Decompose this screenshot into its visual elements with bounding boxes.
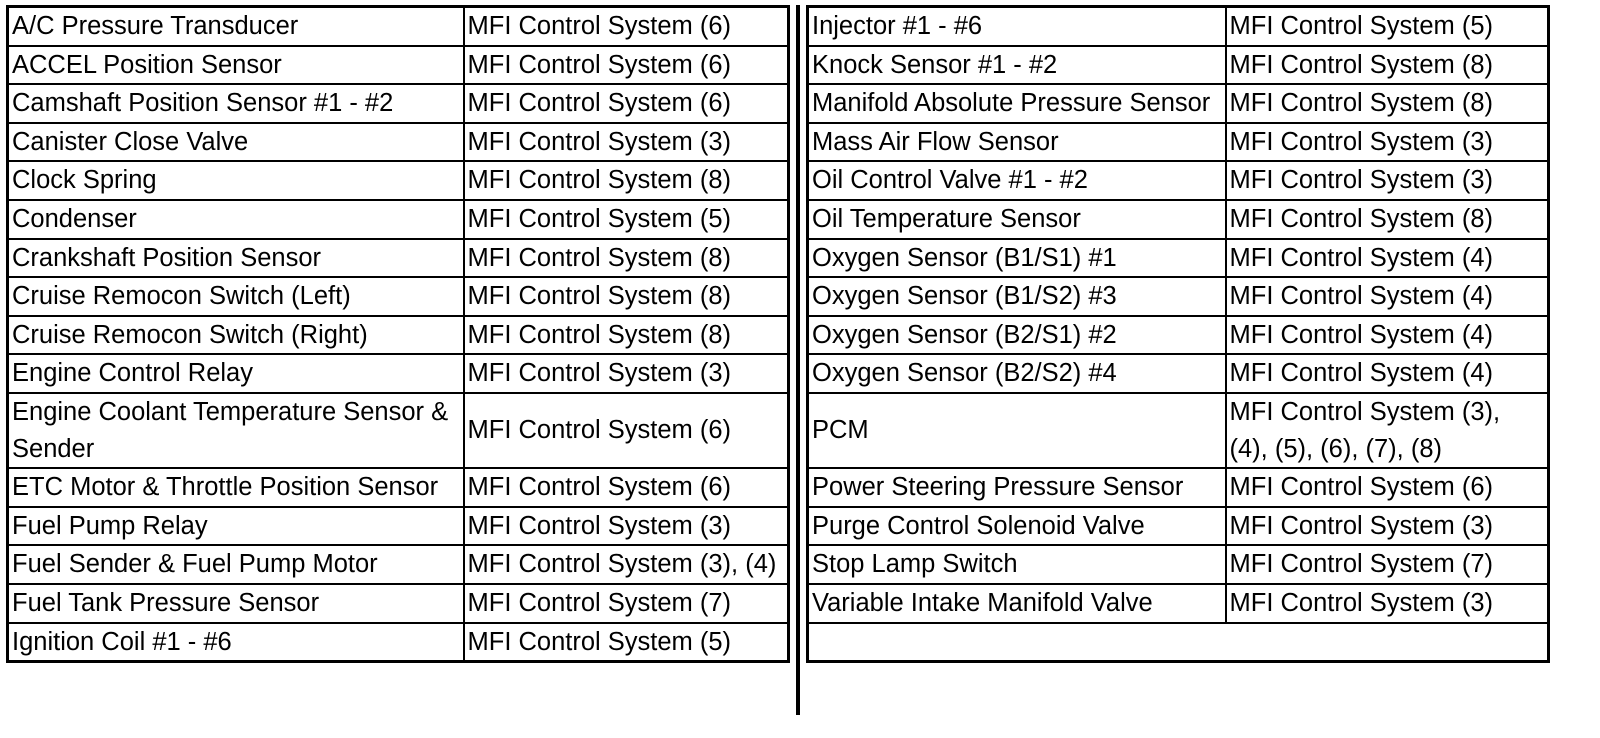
component-name: Fuel Sender & Fuel Pump Motor (6, 544, 465, 585)
empty-table-row (806, 621, 1550, 662)
circuit-reference: MFI Control System (8) (462, 237, 790, 279)
circuit-reference: MFI Control System (3) (1224, 505, 1550, 547)
component-name: Ignition Coil #1 - #6 (6, 621, 465, 663)
component-name: ACCEL Position Sensor (6, 44, 465, 86)
circuit-reference: MFI Control System (8) (1224, 83, 1550, 124)
circuit-reference: MFI Control System (4) (1224, 237, 1550, 279)
component-name: Engine Control Relay (6, 353, 465, 394)
circuit-reference: MFI Control System (3), (4), (5), (6), (… (1224, 391, 1550, 470)
circuit-reference: MFI Control System (5) (462, 198, 790, 240)
component-name: Crankshaft Position Sensor (6, 237, 465, 279)
component-name: Injector #1 - #6 (806, 5, 1227, 47)
component-name: Mass Air Flow Sensor (806, 121, 1227, 163)
component-name: Oil Control Valve #1 - #2 (806, 160, 1227, 201)
component-name: Fuel Tank Pressure Sensor (6, 582, 465, 624)
component-name: ETC Motor & Throttle Position Sensor (6, 467, 465, 508)
circuit-reference: MFI Control System (6) (462, 5, 790, 47)
component-name: Camshaft Position Sensor #1 - #2 (6, 83, 465, 124)
table-row: Cruise Remocon Switch (Right)MFI Control… (6, 314, 790, 356)
circuit-reference: MFI Control System (5) (1224, 5, 1550, 47)
circuit-reference: MFI Control System (4) (1224, 353, 1550, 394)
circuit-reference: MFI Control System (3) (462, 121, 790, 163)
circuit-reference: MFI Control System (7) (462, 582, 790, 624)
circuit-reference: MFI Control System (8) (1224, 44, 1550, 86)
component-name: Manifold Absolute Pressure Sensor (806, 83, 1227, 124)
component-name: Oxygen Sensor (B1/S2) #3 (806, 276, 1227, 317)
component-name: Fuel Pump Relay (6, 505, 465, 547)
empty-cell (806, 621, 1550, 662)
column-divider (796, 5, 800, 715)
circuit-reference: MFI Control System (5) (462, 621, 790, 663)
component-name: A/C Pressure Transducer (6, 5, 465, 47)
circuit-reference: MFI Control System (8) (462, 276, 790, 317)
component-name: Canister Close Valve (6, 121, 465, 163)
table-row: Cruise Remocon Switch (Left)MFI Control … (6, 276, 790, 317)
component-name: Condenser (6, 198, 465, 240)
circuit-reference: MFI Control System (8) (462, 314, 790, 356)
circuit-reference: MFI Control System (3), (4) (462, 544, 790, 585)
component-name: Clock Spring (6, 160, 465, 201)
circuit-reference: MFI Control System (3) (1224, 582, 1550, 624)
circuit-reference: MFI Control System (6) (462, 391, 790, 470)
circuit-reference: MFI Control System (8) (462, 160, 790, 201)
circuit-reference: MFI Control System (3) (1224, 160, 1550, 201)
circuit-reference: MFI Control System (6) (462, 83, 790, 124)
circuit-reference: MFI Control System (6) (1224, 467, 1550, 508)
component-name: Variable Intake Manifold Valve (806, 582, 1227, 624)
component-name: Oxygen Sensor (B2/S2) #4 (806, 353, 1227, 394)
component-name: Cruise Remocon Switch (Right) (6, 314, 465, 356)
component-name: Cruise Remocon Switch (Left) (6, 276, 465, 317)
table-row: Engine Coolant Temperature Sensor & Send… (6, 391, 790, 470)
component-name: Power Steering Pressure Sensor (806, 467, 1227, 508)
component-name: Knock Sensor #1 - #2 (806, 44, 1227, 86)
component-name: PCM (806, 391, 1227, 470)
component-name: Oil Temperature Sensor (806, 198, 1227, 240)
circuit-reference: MFI Control System (3) (1224, 121, 1550, 163)
circuit-reference: MFI Control System (7) (1224, 544, 1550, 585)
component-name: Stop Lamp Switch (806, 544, 1227, 585)
component-name: Purge Control Solenoid Valve (806, 505, 1227, 547)
circuit-reference: MFI Control System (4) (1224, 314, 1550, 356)
circuit-reference: MFI Control System (6) (462, 44, 790, 86)
component-name: Oxygen Sensor (B1/S1) #1 (806, 237, 1227, 279)
component-name: Oxygen Sensor (B2/S1) #2 (806, 314, 1227, 356)
component-name: Engine Coolant Temperature Sensor & Send… (6, 391, 465, 470)
circuit-reference: MFI Control System (3) (462, 505, 790, 547)
circuit-reference: MFI Control System (6) (462, 467, 790, 508)
circuit-reference: MFI Control System (4) (1224, 276, 1550, 317)
circuit-reference: MFI Control System (3) (462, 353, 790, 394)
circuit-reference: MFI Control System (8) (1224, 198, 1550, 240)
